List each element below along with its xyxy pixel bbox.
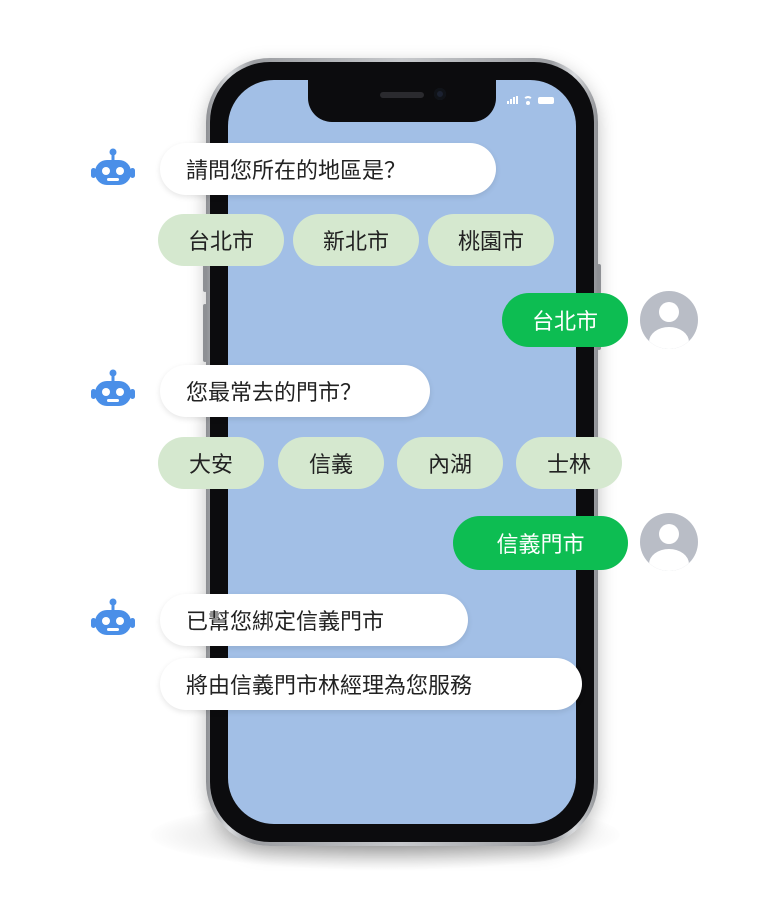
speaker xyxy=(380,92,424,98)
bot-message-confirm: 已幫您綁定信義門市 xyxy=(160,594,468,646)
user-avatar xyxy=(640,513,698,571)
battery-icon xyxy=(538,97,554,104)
user-reply-store: 信義門市 xyxy=(453,516,628,570)
user-reply-region: 台北市 xyxy=(502,293,628,347)
camera xyxy=(434,88,446,100)
user-avatar xyxy=(640,291,698,349)
status-bar xyxy=(507,96,554,105)
option-chip-xinyi[interactable]: 信義 xyxy=(278,437,384,489)
option-chip-taoyuan[interactable]: 桃園市 xyxy=(428,214,554,266)
wifi-icon xyxy=(523,96,533,105)
bot-icon xyxy=(91,598,135,635)
signal-icon xyxy=(507,96,518,104)
bot-icon xyxy=(91,148,135,185)
notch xyxy=(308,80,496,122)
option-chip-daan[interactable]: 大安 xyxy=(158,437,264,489)
bot-message-manager: 將由信義門市林經理為您服務 xyxy=(160,658,582,710)
volume-button xyxy=(203,304,207,362)
option-chip-shilin[interactable]: 士林 xyxy=(516,437,622,489)
bot-icon xyxy=(91,369,135,406)
bot-message-region-question: 請問您所在的地區是？ xyxy=(160,143,496,195)
option-chip-new-taipei[interactable]: 新北市 xyxy=(293,214,419,266)
option-chip-taipei[interactable]: 台北市 xyxy=(158,214,284,266)
bot-message-store-question: 您最常去的門市？ xyxy=(160,365,430,417)
option-chip-neihu[interactable]: 內湖 xyxy=(397,437,503,489)
